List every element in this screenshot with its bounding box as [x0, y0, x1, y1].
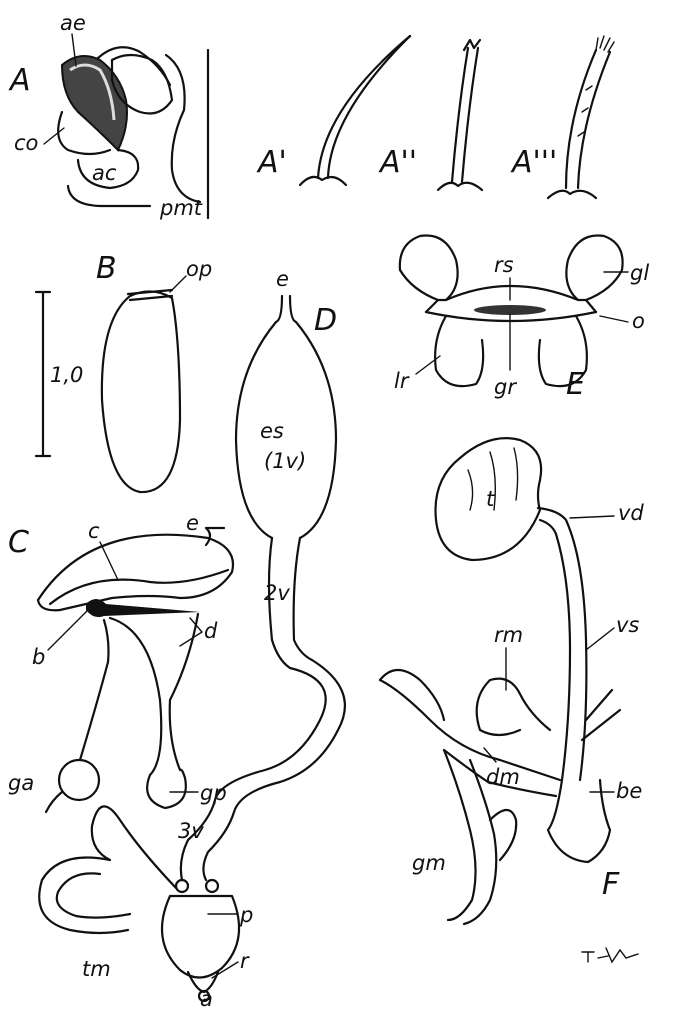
label-ac: ac [92, 161, 117, 185]
leader-c [100, 542, 118, 580]
panel-label-a1: A' [256, 145, 287, 180]
scale-bar [36, 292, 50, 456]
seta-a2-left [452, 48, 468, 182]
label-ae: ae [60, 11, 86, 35]
gland-gm-upper [380, 670, 444, 720]
duct-dm-upper [380, 680, 560, 780]
panel-label-a3: A''' [510, 145, 557, 180]
pylorus-p [162, 896, 239, 978]
label-r: r [240, 949, 250, 973]
label-lr: lr [394, 369, 410, 393]
panel-f: F t vd vs rm dm be gm [380, 438, 644, 924]
receptaculum-rs-arch [446, 286, 578, 300]
label-gr: gr [494, 375, 517, 399]
label-e-c: e [186, 511, 199, 535]
panel-label-b: B [96, 251, 117, 286]
seta-a1-socket [300, 177, 346, 185]
label-es: es [260, 419, 284, 443]
label-b: b [32, 645, 45, 669]
panel-c-inner-wall [50, 570, 228, 604]
panel-label-d: D [314, 303, 337, 338]
artist-signature [582, 948, 638, 962]
label-a: a [200, 987, 213, 1009]
scale-bar-label: 1,0 [50, 363, 83, 387]
label-be: be [616, 779, 642, 803]
vesicula-vs-branch [582, 690, 620, 740]
panel-b: B 1,0 op [36, 251, 212, 492]
panel-e: E rs gl o lr gr [394, 236, 649, 403]
pmt-outline [166, 55, 200, 202]
label-gm: gm [412, 851, 446, 875]
label-vs: vs [616, 613, 639, 637]
panel-c-capsule [38, 535, 233, 611]
panel-label-a2: A'' [378, 145, 417, 180]
label-3v: 3v [178, 819, 204, 843]
esophagus [276, 296, 296, 322]
label-dm: dm [486, 765, 520, 789]
gland-gl-left [400, 236, 458, 301]
malpighian-tubule-tm [39, 806, 176, 933]
label-1v: (1v) [264, 449, 306, 473]
midgut-right [294, 538, 312, 660]
label-e-d: e [276, 267, 289, 291]
label-ga: ga [8, 771, 34, 795]
vas-deferens-vd-outer [538, 508, 586, 780]
leader-op [170, 276, 186, 292]
seta-a3-right [578, 52, 610, 188]
gland-ga [59, 760, 99, 800]
panel-label-f: F [602, 867, 620, 902]
stomach-es [236, 322, 336, 538]
accessory-gland-rm [477, 679, 550, 735]
duct-to-ga [80, 620, 109, 760]
panel-a: A ae co ac pmt [8, 11, 208, 220]
label-p: p [239, 903, 253, 927]
duct-left-gp [110, 618, 161, 775]
seta-a3-socket [548, 191, 596, 198]
panel-c-e-duct [206, 528, 224, 545]
gland-gm-main-left [444, 750, 476, 920]
label-gp: gp [200, 781, 227, 805]
label-tm: tm [82, 957, 111, 981]
malpighian-tubule-inner [57, 873, 130, 917]
malpighian-base-left [176, 880, 188, 892]
seta-a2-socket [438, 183, 482, 190]
vas-deferens-vd-inner [540, 520, 570, 780]
panel-c-dark-duct [86, 599, 200, 617]
leader-o [600, 316, 628, 322]
midgut-coil-right [203, 660, 344, 880]
panel-c: C c e b d ga gp [8, 511, 233, 812]
label-co: co [14, 131, 38, 155]
leader-vs [586, 628, 614, 650]
malpighian-base-right [206, 880, 218, 892]
ga-stalk [46, 792, 62, 812]
gland-gp [147, 770, 186, 808]
label-op: op [186, 257, 212, 281]
label-vd: vd [618, 501, 644, 525]
label-rs: rs [494, 253, 514, 277]
label-rm: rm [494, 623, 523, 647]
gland-gl-right [566, 236, 622, 301]
leader-b [48, 608, 90, 650]
panel-a-triple-prime: A''' [510, 36, 614, 198]
label-o: o [632, 309, 645, 333]
panel-label-a: A [8, 63, 31, 98]
label-t: t [486, 487, 495, 511]
panel-a-double-prime: A'' [378, 40, 482, 190]
label-d: d [204, 619, 218, 643]
leader-vd [570, 516, 614, 518]
seta-a3-left [566, 50, 596, 188]
midgut-coil-left [181, 668, 326, 880]
lateral-lobe-lr-left [435, 316, 483, 386]
egg-outline [102, 291, 180, 492]
panel-label-c: C [8, 525, 29, 560]
label-gl: gl [630, 261, 649, 285]
label-2v: 2v [264, 581, 290, 605]
label-pmt: pmt [159, 196, 203, 220]
label-c: c [88, 519, 100, 543]
